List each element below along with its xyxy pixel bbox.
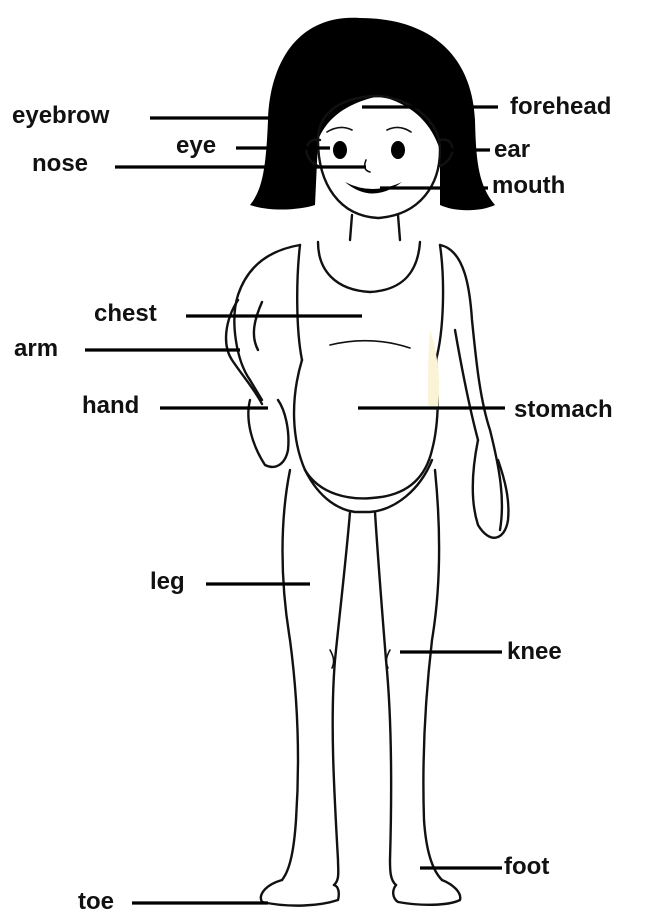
left-leg	[282, 470, 298, 880]
hair	[250, 18, 495, 210]
right-foot	[393, 880, 460, 905]
label-toe: toe	[78, 890, 114, 914]
label-forehead: forehead	[510, 95, 611, 119]
label-hand: hand	[82, 394, 139, 418]
label-ear: ear	[494, 138, 530, 162]
right-eye	[391, 141, 405, 159]
label-eye: eye	[176, 134, 216, 158]
label-knee: knee	[507, 640, 562, 664]
label-mouth: mouth	[492, 174, 565, 198]
label-chest: chest	[94, 302, 157, 326]
label-foot: foot	[504, 855, 549, 879]
left-eye	[333, 141, 347, 159]
label-stomach: stomach	[514, 398, 613, 422]
left-foot	[261, 880, 339, 906]
label-nose: nose	[32, 152, 88, 176]
right-leg	[375, 512, 396, 885]
label-leg: leg	[150, 570, 185, 594]
label-eyebrow: eyebrow	[12, 104, 109, 128]
stomach-shape	[294, 360, 438, 498]
label-arm: arm	[14, 337, 58, 361]
